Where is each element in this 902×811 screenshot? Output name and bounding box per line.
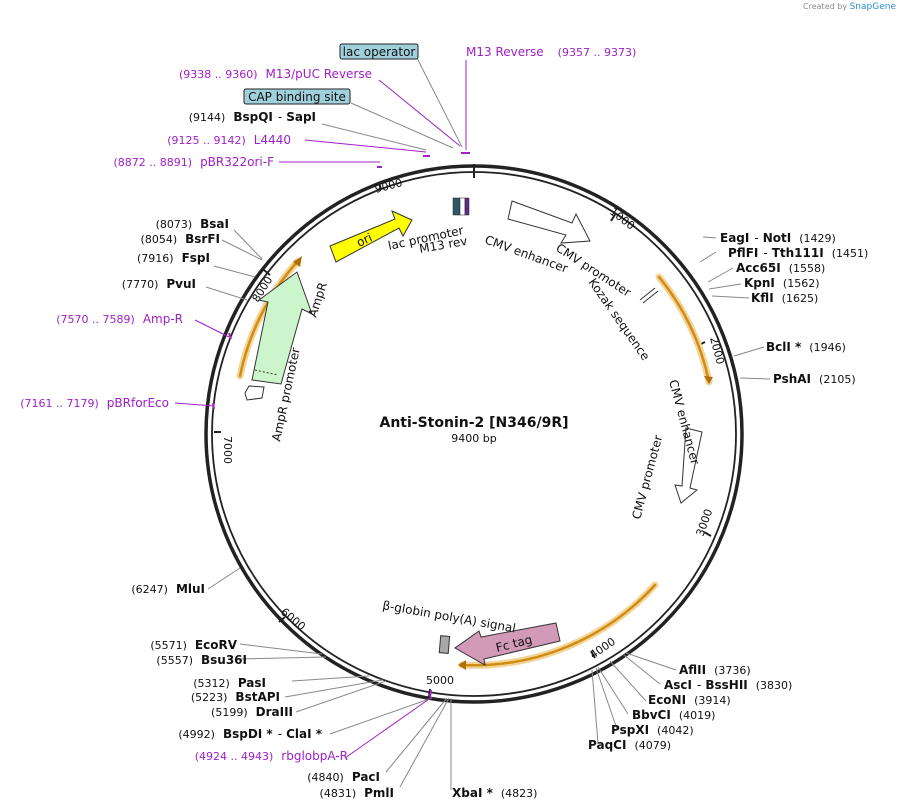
ampr-label: AmpR: [306, 280, 330, 318]
site-pflfi: PflFI-Tth111I(1451): [728, 246, 868, 260]
lac-operator-label: lac operator: [343, 45, 416, 59]
site-eagi: EagI-NotI(1429): [720, 231, 836, 245]
ori-label: ori: [354, 230, 374, 249]
primer-amp-r: (7570 .. 7589)Amp-R: [56, 312, 183, 326]
tick-7000: 7000: [221, 436, 234, 464]
snapgene-credit: Created by SnapGene: [803, 2, 896, 12]
credit-prefix: Created by: [803, 2, 848, 11]
site-acc65i: Acc65I(1558): [736, 261, 825, 275]
site-paci: (4840)PacI: [307, 770, 380, 784]
site-aflii: AflII(3736): [679, 663, 751, 677]
ori-feature: ori: [329, 210, 413, 263]
site-kpni: KpnI(1562): [744, 276, 819, 290]
cap-binding-label: CAP binding site: [248, 90, 346, 104]
site-pasi: (5312)PasI: [193, 676, 266, 690]
site-ecorv: (5571)EcoRV: [150, 638, 237, 652]
site-pshai: PshAI(2105): [773, 372, 856, 386]
site-asci: AscI-BssHII(3830): [664, 678, 792, 692]
site-bsai: (8073)BsaI: [156, 217, 229, 231]
site-bstapi: (5223)BstAPI: [191, 690, 280, 704]
site-bsu36i: (5557)Bsu36I: [156, 653, 247, 667]
site-kfli: KflI(1625): [751, 291, 818, 305]
site-xbai: XbaI *(4823): [452, 786, 537, 800]
left-sites: (9144)BspQI-SapI (8073)BsaI (8054)BsrFI …: [122, 110, 394, 800]
tick-4000: 4000: [587, 635, 617, 661]
site-bsrfi: (8054)BsrFI: [141, 232, 220, 246]
site-fspi: (7916)FspI: [137, 251, 210, 265]
highlight-arcs: [236, 258, 713, 669]
primer-markers: [212, 152, 470, 698]
tick-3000: 3000: [694, 507, 716, 538]
primer-pbrforeco: (7161 .. 7179)pBRforEco: [20, 396, 169, 410]
site-paqci: PaqCI(4079): [588, 738, 671, 752]
site-bspdi: (4992)BspDI *-ClaI *: [178, 727, 322, 741]
site-bspqi: (9144)BspQI-SapI: [189, 110, 316, 124]
cmv-promoter-2-label: CMV promoter: [629, 434, 665, 521]
cmv-enhancer-2-feature: CMV enhancer CMV promoter: [629, 378, 703, 521]
primer-rbglobpa: (4924 .. 4943)rbglobpA-R: [195, 749, 348, 763]
site-pspxi: PspXI(4042): [611, 723, 694, 737]
site-bcli: BclI *(1946): [766, 340, 846, 354]
plasmid-name: Anti-Stonin-2 [N346/9R]: [379, 415, 568, 431]
site-pvui: (7770)PvuI: [122, 277, 196, 291]
leader-lines: [174, 57, 771, 790]
right-sites: EagI-NotI(1429) PflFI-Tth111I(1451) Acc6…: [452, 231, 868, 800]
tick-9000: 9000: [373, 176, 403, 196]
highlight-arrowheads: [293, 256, 713, 670]
lac-operator-box: lac operator: [339, 43, 419, 60]
fc-tag-feature: Fc tag: [454, 622, 561, 666]
primer-m13-reverse: M13 Reverse(9357 .. 9373): [466, 45, 636, 59]
site-econi: EcoNI(3914): [648, 693, 731, 707]
site-mlui: (6247)MluI: [131, 582, 205, 596]
primer-m13-puc: (9338 .. 9360)M13/pUC Reverse: [179, 67, 372, 81]
bglobin-label: β-globin poly(A) signal: [381, 598, 516, 635]
primer-pbr322ori: (8872 .. 8891)pBR322ori-F: [114, 155, 275, 169]
tick-5000: 5000: [426, 674, 454, 687]
cap-binding-box: CAP binding site: [243, 88, 351, 105]
site-bbvci: BbvCI(4019): [632, 708, 715, 722]
plasmid-size: 9400 bp: [451, 432, 496, 445]
primer-labels: M13 Reverse(9357 .. 9373) (9338 .. 9360)…: [20, 45, 636, 763]
site-draiii: (5199)DraIII: [211, 705, 293, 719]
primer-l4440: (9125 .. 9142)L4440: [167, 133, 291, 147]
snapgene-logo-text: SnapGene: [849, 2, 896, 12]
site-pmli: (4831)PmlI: [320, 786, 394, 800]
